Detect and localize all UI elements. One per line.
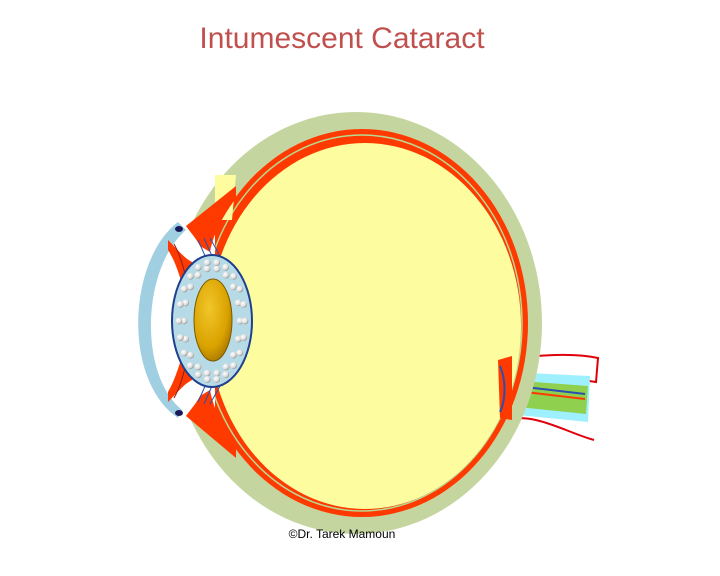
- lens-vacuole: [236, 285, 244, 293]
- lens-vacuole: [236, 317, 244, 325]
- lens-vacuole: [187, 273, 194, 280]
- lens-nucleus: [193, 278, 233, 362]
- lens-vacuole: [187, 362, 194, 369]
- lens-vacuole: [241, 317, 249, 325]
- ciliary-body-lower: [186, 390, 236, 458]
- lens-vacuole: [213, 369, 221, 377]
- lens-vacuole: [236, 349, 244, 357]
- schlemm-canal-lower: [175, 410, 183, 416]
- lens-vacuole: [194, 271, 202, 279]
- schlemm-canal-upper: [175, 226, 183, 232]
- lens-vacuole: [230, 283, 237, 291]
- lens-vacuole: [187, 351, 195, 359]
- vitreous-body: [209, 143, 521, 509]
- lens-vacuole: [213, 259, 221, 266]
- lens-vacuole: [176, 334, 184, 341]
- lens-vacuole: [194, 363, 202, 371]
- lens-vacuole: [180, 349, 188, 357]
- lens-vacuole: [222, 263, 230, 271]
- lens-vacuole: [230, 362, 238, 369]
- lens-vacuole: [203, 265, 211, 273]
- lens-vacuole: [234, 299, 242, 307]
- lens-vacuole: [230, 273, 238, 280]
- lens-vacuole: [230, 351, 237, 359]
- lens-vacuole: [213, 376, 221, 383]
- lens-vacuole: [203, 369, 211, 377]
- lens-vacuole: [240, 301, 248, 308]
- lens-vacuole: [176, 301, 184, 308]
- lens-vacuole: [194, 371, 202, 379]
- copyright-credit: ©Dr. Tarek Mamoun: [288, 527, 396, 541]
- lens-vacuole: [180, 285, 188, 293]
- lens-vacuole: [182, 335, 190, 343]
- lens-vacuole: [180, 317, 188, 325]
- cornea: [138, 222, 186, 418]
- lens-vacuole: [182, 299, 190, 307]
- disc-vessel: [499, 365, 506, 413]
- lens-vacuole: [213, 265, 221, 273]
- lens-vacuole: [222, 271, 230, 279]
- lens-vacuole: [222, 371, 230, 379]
- lens-vacuole: [240, 334, 248, 341]
- ciliary-body-upper: [186, 186, 236, 252]
- lens-vacuole: [234, 335, 242, 343]
- lens-vacuoles: [175, 259, 249, 383]
- lens-vacuole: [187, 283, 195, 291]
- lens-vacuole: [203, 259, 211, 266]
- lens-vacuole: [203, 376, 211, 383]
- lens-vacuole: [175, 317, 183, 325]
- diagram-title: Intumescent Cataract: [199, 22, 485, 55]
- lens-vacuole: [222, 363, 230, 371]
- lens-vacuole: [194, 263, 202, 271]
